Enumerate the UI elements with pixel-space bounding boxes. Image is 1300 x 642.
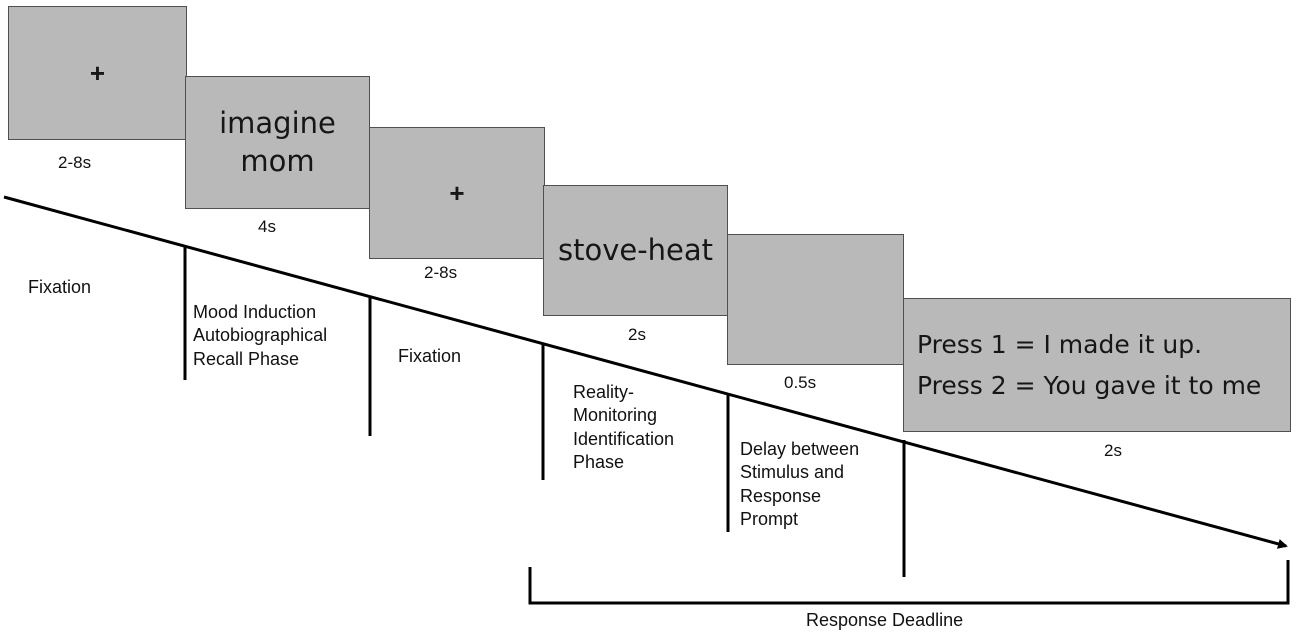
phase-label-reality-monitoring: Reality- Monitoring Identification Phase — [573, 382, 675, 473]
phase-label-mood-induction: Mood Induction Autobiographical Recall P… — [193, 302, 328, 369]
screen-delay — [727, 234, 904, 365]
duration-label-5: 0.5s — [784, 373, 817, 392]
screen-mood-induction: imagine mom — [185, 76, 370, 209]
screen-reality-monitoring: stove-heat — [543, 185, 728, 316]
fixation-cross-1: + — [89, 57, 106, 88]
response-deadline-bracket — [528, 560, 1290, 605]
response-deadline-label: Response Deadline — [806, 610, 964, 630]
duration-label-2: 4s — [258, 217, 276, 236]
word-pair-stimulus: stove-heat — [557, 232, 714, 267]
duration-label-3: 2-8s — [424, 263, 458, 282]
duration-label-6: 2s — [1104, 441, 1122, 460]
phase-label-fixation-1: Fixation — [28, 277, 92, 297]
screen-fixation-2: + — [369, 127, 545, 259]
duration-label-1: 2-8s — [58, 153, 92, 172]
screen-fixation-1: + — [8, 6, 187, 140]
mood-induction-stimulus: imagine mom — [219, 105, 336, 178]
fixation-cross-2: + — [449, 177, 465, 208]
phase-label-fixation-2: Fixation — [398, 346, 462, 366]
screen-response-prompt: Press 1 = I made it up. Press 2 = You ga… — [903, 298, 1291, 432]
phase-label-delay: Delay between Stimulus and Response Prom… — [740, 439, 860, 530]
response-prompt-text: Press 1 = I made it up. Press 2 = You ga… — [917, 329, 1262, 400]
duration-label-4: 2s — [628, 325, 646, 344]
